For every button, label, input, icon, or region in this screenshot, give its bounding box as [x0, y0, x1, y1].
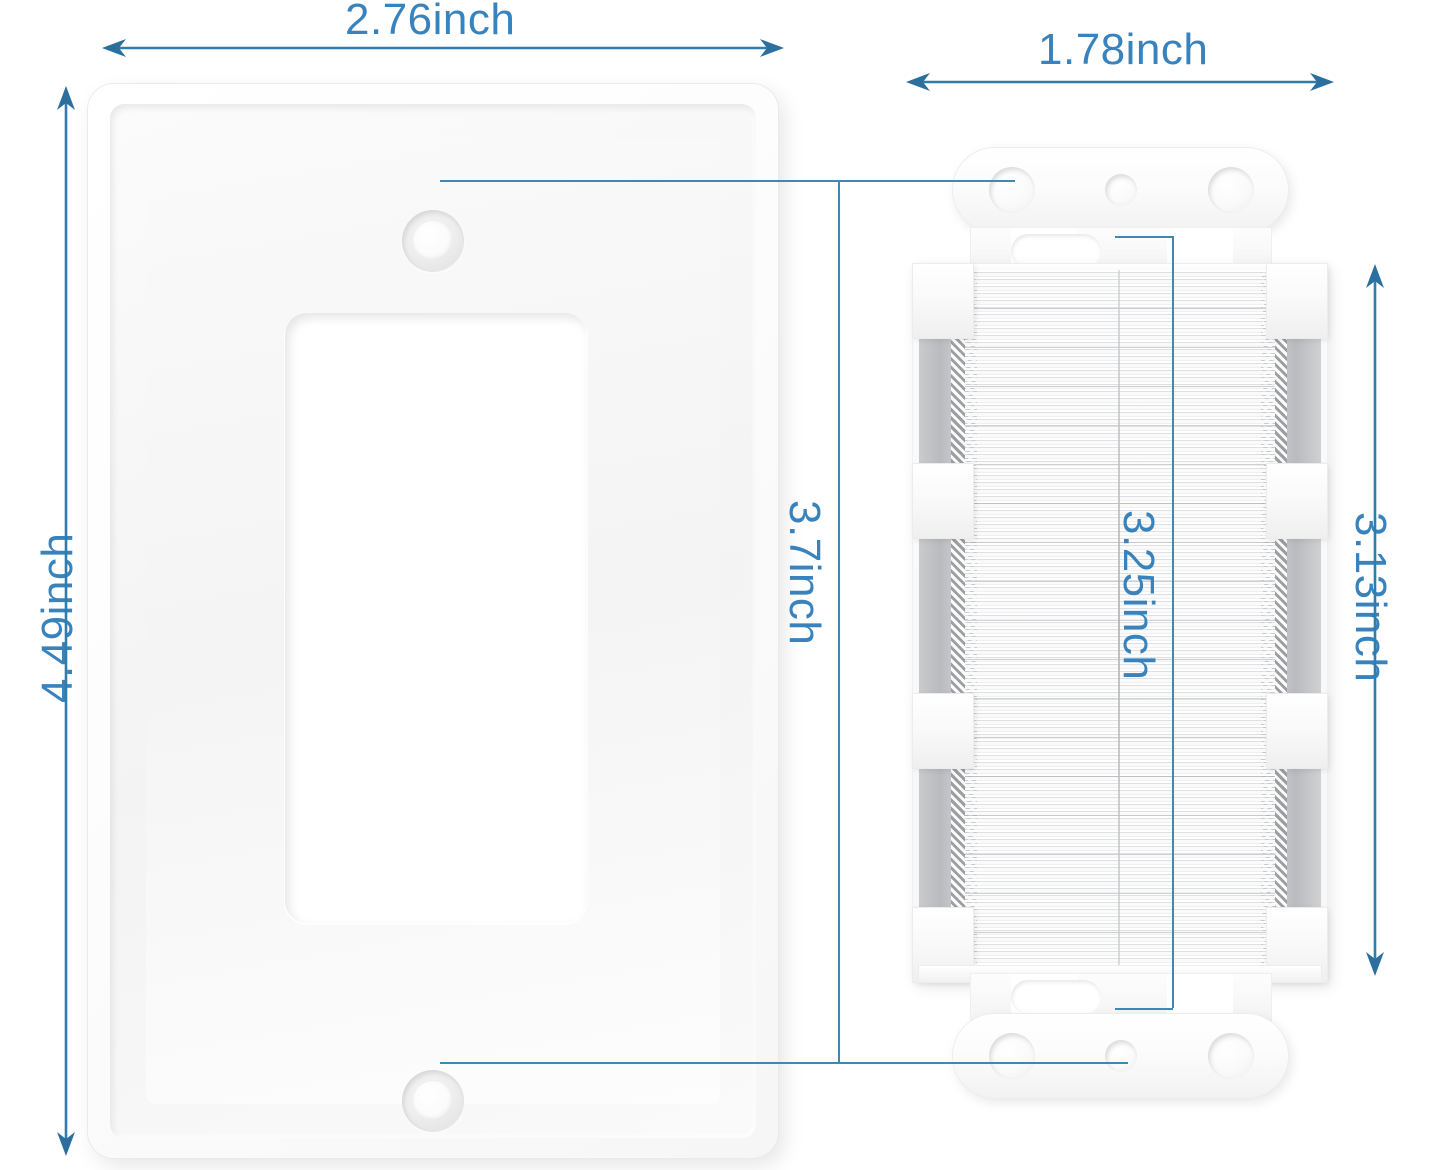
dimension-tick-slot-top — [1115, 236, 1173, 238]
retaining-clip-right-3 — [1267, 694, 1327, 768]
brush-insert-body — [913, 264, 1327, 982]
wall-plate-body — [88, 84, 778, 1158]
mounting-strap-top — [953, 148, 1288, 232]
strap-hole-bottom-right — [1208, 1033, 1254, 1079]
mounting-slot-top — [1011, 234, 1101, 268]
mounting-slot-bottom — [1011, 980, 1101, 1014]
mounting-strap-bottom — [953, 1014, 1288, 1098]
strap-hole-top-center — [1105, 174, 1137, 206]
retaining-clip-left-2 — [913, 464, 973, 538]
strap-hole-top-right — [1208, 167, 1254, 213]
dimension-arrow-plate-width — [102, 39, 784, 57]
brush-bristle-field — [965, 270, 1275, 976]
retaining-clip-right-2 — [1267, 464, 1327, 538]
dimension-label-slot-spacing: 3.25inch — [1114, 510, 1163, 681]
wall-plate-screw-hole-bottom — [402, 1070, 464, 1132]
strap-hole-bottom-left — [989, 1033, 1035, 1079]
leader-line-screw-top — [440, 180, 1015, 182]
bristle-center-seam — [1118, 270, 1120, 976]
retaining-clip-left-3 — [913, 694, 973, 768]
dimension-label-insert-width: 1.78inch — [1038, 25, 1209, 74]
strap-hole-top-left — [989, 167, 1035, 213]
dimension-label-plate-width: 2.76inch — [345, 0, 516, 44]
dimension-line-screw-spacing — [838, 180, 840, 1063]
dimension-line-slot-spacing — [1172, 236, 1174, 1008]
wall-plate-decora-opening — [285, 313, 587, 923]
leader-line-screw-bottom — [440, 1062, 1128, 1064]
dimension-arrow-insert-height — [1366, 264, 1384, 976]
retaining-clip-left-1 — [913, 264, 973, 338]
retaining-clip-right-1 — [1267, 264, 1327, 338]
dimension-tick-slot-bottom — [1115, 1008, 1173, 1010]
brush-insert-assembly — [905, 148, 1335, 1098]
wall-plate-screw-hole-top — [402, 210, 464, 272]
dimension-arrow-plate-height — [57, 86, 75, 1156]
neck-cutout-bottom-right — [1167, 974, 1233, 1020]
dimension-label-screw-spacing: 3.7inch — [780, 500, 829, 646]
dimension-arrow-insert-width — [906, 73, 1334, 91]
strap-hole-bottom-center — [1105, 1040, 1137, 1072]
